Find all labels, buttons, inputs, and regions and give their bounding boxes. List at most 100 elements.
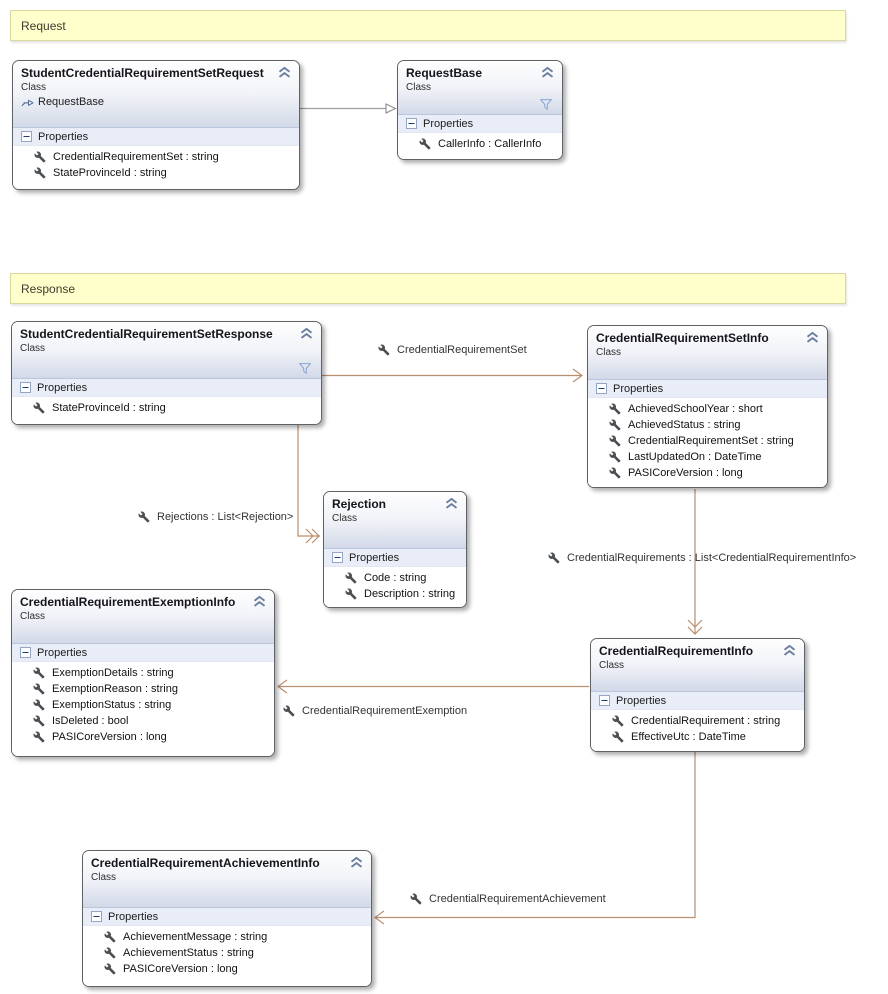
property-label: AchievedSchoolYear : short bbox=[628, 403, 763, 415]
base-type-row: RequestBase bbox=[21, 94, 291, 110]
class-header[interactable]: StudentCredentialRequirementSetResponse … bbox=[12, 322, 321, 378]
wrench-icon bbox=[345, 572, 357, 584]
class-box-studentcredentialrequirementsetrequest[interactable]: StudentCredentialRequirementSetRequest C… bbox=[12, 60, 300, 190]
collapse-minus-icon[interactable] bbox=[20, 647, 31, 658]
property-row[interactable]: CredentialRequirementSet : string bbox=[588, 433, 827, 449]
property-row[interactable]: AchievedStatus : string bbox=[588, 417, 827, 433]
property-row[interactable]: CredentialRequirementSet : string bbox=[13, 149, 299, 165]
class-box-studentcredentialrequirementsetresponse[interactable]: StudentCredentialRequirementSetResponse … bbox=[11, 321, 322, 425]
collapse-minus-icon[interactable] bbox=[599, 695, 610, 706]
class-header[interactable]: CredentialRequirementAchievementInfo Cla… bbox=[83, 851, 371, 907]
properties-compartment-header[interactable]: Properties bbox=[12, 378, 321, 397]
wrench-icon bbox=[419, 138, 431, 150]
class-kind: Class bbox=[596, 347, 622, 358]
property-label: ExemptionStatus : string bbox=[52, 699, 172, 711]
filter-icon[interactable] bbox=[299, 363, 311, 374]
properties-compartment-header[interactable]: Properties bbox=[13, 127, 299, 146]
property-row[interactable]: IsDeleted : bool bbox=[12, 713, 274, 729]
inheritance-connector-requestbase[interactable] bbox=[300, 103, 397, 114]
property-label: Description : string bbox=[364, 588, 456, 600]
property-row[interactable]: EffectiveUtc : DateTime bbox=[591, 729, 804, 745]
properties-compartment-header[interactable]: Properties bbox=[324, 548, 466, 567]
banner-label: Request bbox=[21, 18, 66, 33]
association-connector-credentialrequirementexemption[interactable] bbox=[276, 679, 589, 694]
wrench-icon bbox=[33, 715, 45, 727]
collapse-chevron-icon[interactable] bbox=[445, 498, 458, 509]
property-row[interactable]: ExemptionReason : string bbox=[12, 681, 274, 697]
properties-compartment-header[interactable]: Properties bbox=[12, 643, 274, 662]
class-box-credentialrequirementinfo[interactable]: CredentialRequirementInfo Class Properti… bbox=[590, 638, 805, 752]
wrench-icon bbox=[33, 683, 45, 695]
property-row[interactable]: StateProvinceId : string bbox=[13, 165, 299, 181]
class-header[interactable]: StudentCredentialRequirementSetRequest C… bbox=[13, 61, 299, 127]
class-header[interactable]: CredentialRequirementInfo Class bbox=[591, 639, 804, 691]
association-label-credentialrequirementset[interactable]: CredentialRequirementSet bbox=[378, 344, 527, 356]
class-header[interactable]: RequestBase Class bbox=[398, 61, 562, 114]
property-row[interactable]: CallerInfo : CallerInfo bbox=[398, 136, 562, 152]
association-label-text: CredentialRequirementSet bbox=[397, 344, 527, 356]
collapse-minus-icon[interactable] bbox=[406, 118, 417, 129]
association-label-credentialrequirements[interactable]: CredentialRequirements : List<Credential… bbox=[548, 552, 856, 564]
wrench-icon bbox=[609, 435, 621, 447]
properties-compartment-header[interactable]: Properties bbox=[588, 379, 827, 398]
class-box-credentialrequirementexemptioninfo[interactable]: CredentialRequirementExemptionInfo Class… bbox=[11, 589, 275, 757]
class-header[interactable]: Rejection Class bbox=[324, 492, 466, 548]
properties-list: CredentialRequirement : string Effective… bbox=[591, 710, 804, 751]
class-kind: Class bbox=[21, 82, 47, 93]
properties-compartment-header[interactable]: Properties bbox=[398, 114, 562, 133]
property-row[interactable]: LastUpdatedOn : DateTime bbox=[588, 449, 827, 465]
property-row[interactable]: CredentialRequirement : string bbox=[591, 713, 804, 729]
class-title: CredentialRequirementExemptionInfo bbox=[20, 595, 236, 609]
collapse-chevron-icon[interactable] bbox=[541, 67, 554, 78]
collapse-chevron-icon[interactable] bbox=[300, 328, 313, 339]
class-box-credentialrequirementachievementinfo[interactable]: CredentialRequirementAchievementInfo Cla… bbox=[82, 850, 372, 987]
association-label-credentialrequirementachievement[interactable]: CredentialRequirementAchievement bbox=[410, 893, 606, 905]
class-box-requestbase[interactable]: RequestBase Class Properties CallerInfo … bbox=[397, 60, 563, 160]
association-label-credentialrequirementexemption[interactable]: CredentialRequirementExemption bbox=[283, 705, 467, 717]
base-type-label: RequestBase bbox=[38, 96, 105, 108]
class-kind: Class bbox=[406, 82, 432, 93]
property-row[interactable]: Code : string bbox=[324, 570, 466, 586]
collapse-minus-icon[interactable] bbox=[21, 131, 32, 142]
wrench-icon bbox=[104, 963, 116, 975]
property-row[interactable]: PASICoreVersion : long bbox=[588, 465, 827, 481]
class-header[interactable]: CredentialRequirementSetInfo Class bbox=[588, 326, 827, 379]
class-box-credentialrequirementsetinfo[interactable]: CredentialRequirementSetInfo Class Prope… bbox=[587, 325, 828, 488]
property-row[interactable]: ExemptionStatus : string bbox=[12, 697, 274, 713]
collapse-minus-icon[interactable] bbox=[596, 383, 607, 394]
comment-banner-request[interactable]: Request bbox=[10, 10, 846, 41]
class-box-rejection[interactable]: Rejection Class Properties Code : string… bbox=[323, 491, 467, 608]
association-connector-rejections[interactable] bbox=[297, 425, 320, 544]
property-label: CredentialRequirementSet : string bbox=[53, 151, 219, 163]
association-label-rejections[interactable]: Rejections : List<Rejection> bbox=[138, 511, 293, 523]
property-label: PASICoreVersion : long bbox=[628, 467, 743, 479]
comment-banner-response[interactable]: Response bbox=[10, 273, 846, 304]
class-title: StudentCredentialRequirementSetRequest bbox=[21, 66, 264, 80]
association-connector-credentialrequirementset[interactable] bbox=[322, 368, 584, 383]
property-row[interactable]: PASICoreVersion : long bbox=[12, 729, 274, 745]
property-label: StateProvinceId : string bbox=[52, 402, 166, 414]
properties-compartment-header[interactable]: Properties bbox=[591, 691, 804, 710]
collapse-chevron-icon[interactable] bbox=[278, 67, 291, 78]
property-row[interactable]: AchievementStatus : string bbox=[83, 945, 371, 961]
properties-compartment-header[interactable]: Properties bbox=[83, 907, 371, 926]
collapse-chevron-icon[interactable] bbox=[806, 332, 819, 343]
collapse-minus-icon[interactable] bbox=[91, 911, 102, 922]
properties-list: CredentialRequirementSet : string StateP… bbox=[13, 146, 299, 189]
inherits-icon bbox=[21, 97, 34, 108]
collapse-chevron-icon[interactable] bbox=[350, 857, 363, 868]
property-row[interactable]: Description : string bbox=[324, 586, 466, 602]
collapse-chevron-icon[interactable] bbox=[253, 596, 266, 607]
property-row[interactable]: AchievedSchoolYear : short bbox=[588, 401, 827, 417]
properties-label: Properties bbox=[349, 551, 400, 564]
collapse-chevron-icon[interactable] bbox=[783, 645, 796, 656]
property-label: IsDeleted : bool bbox=[52, 715, 129, 727]
collapse-minus-icon[interactable] bbox=[20, 382, 31, 393]
filter-icon[interactable] bbox=[540, 99, 552, 110]
property-row[interactable]: StateProvinceId : string bbox=[12, 400, 321, 416]
property-row[interactable]: AchievementMessage : string bbox=[83, 929, 371, 945]
collapse-minus-icon[interactable] bbox=[332, 552, 343, 563]
class-header[interactable]: CredentialRequirementExemptionInfo Class bbox=[12, 590, 274, 643]
property-row[interactable]: ExemptionDetails : string bbox=[12, 665, 274, 681]
property-row[interactable]: PASICoreVersion : long bbox=[83, 961, 371, 977]
